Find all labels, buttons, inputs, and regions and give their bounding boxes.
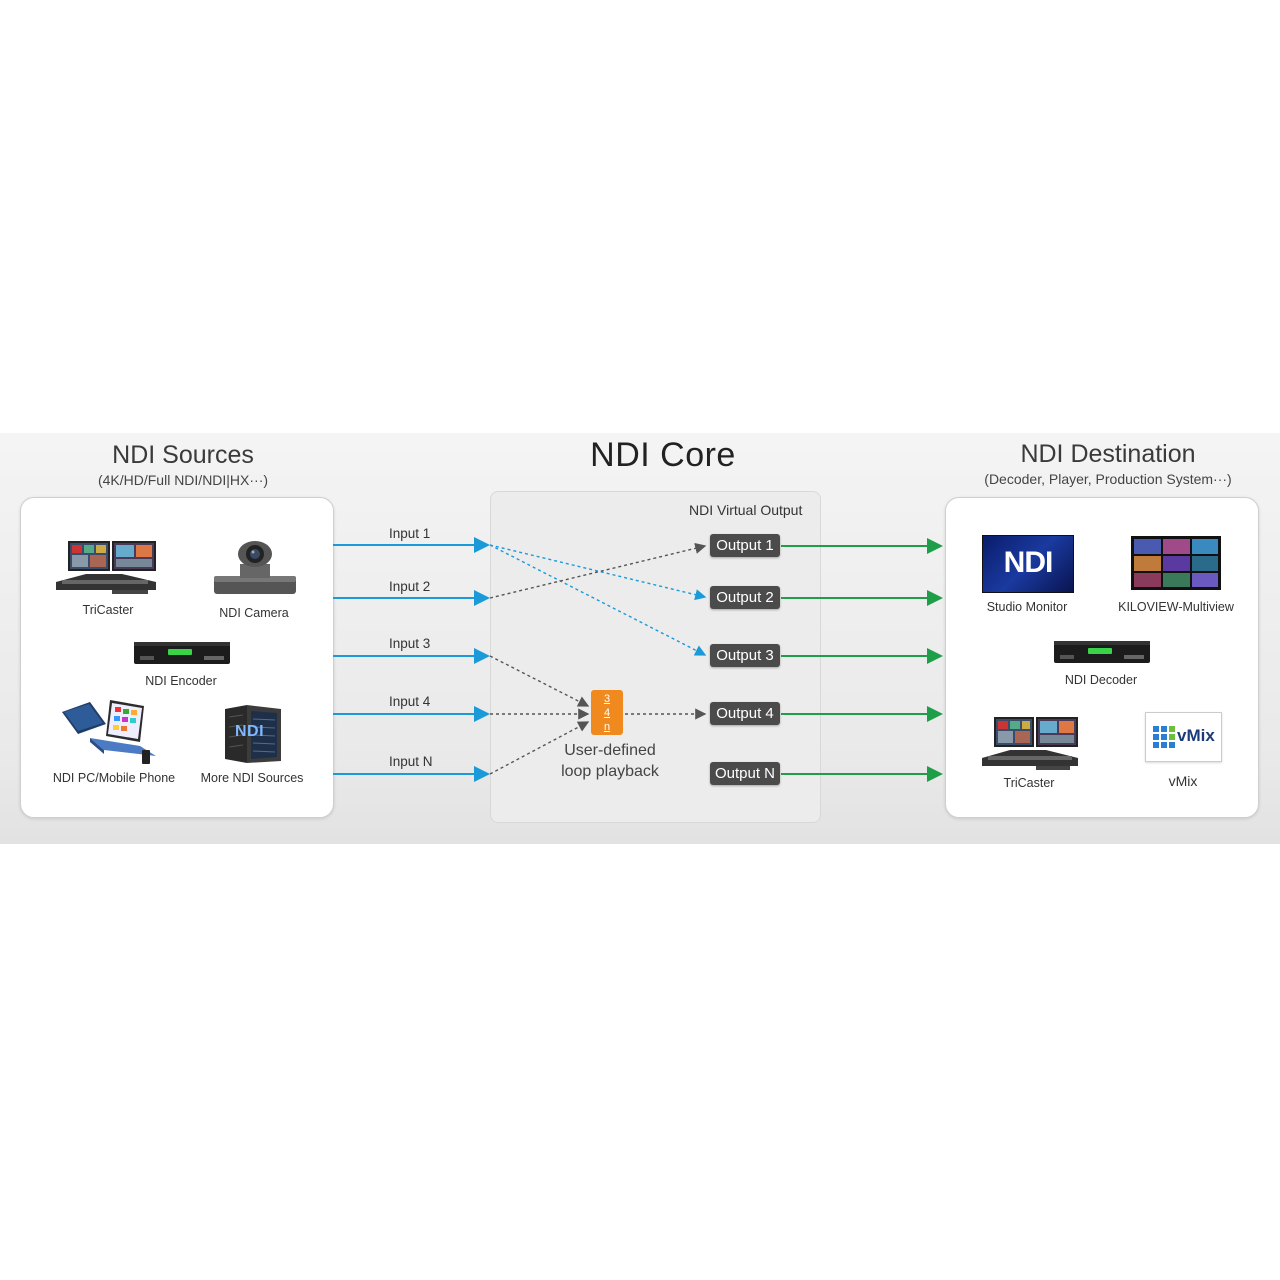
vmix-label: vMix (1168, 773, 1198, 789)
studio-monitor-label: Studio Monitor (986, 600, 1068, 614)
ndi-pc-mobile-icon (62, 700, 156, 764)
ndi-decoder-icon (1054, 641, 1150, 663)
tricaster-destination-label: TriCaster (1003, 776, 1055, 790)
server-rack-icon: NDI (221, 703, 285, 765)
loop-playback-text: User-defined loop playback (548, 740, 672, 782)
input-2-label: Input 2 (389, 579, 431, 594)
core-title: NDI Core (590, 436, 736, 474)
route-inputn-loop (489, 721, 590, 775)
input-4-label: Input 4 (389, 694, 431, 709)
input-n-label: Input N (389, 754, 433, 769)
loop-item-3: 3 (603, 693, 611, 705)
output-n-box: Output N (710, 762, 780, 785)
loop-item-n: n (603, 721, 611, 733)
ndi-camera-icon (214, 541, 296, 594)
tricaster-source-label: TriCaster (82, 603, 134, 617)
loop-text-line1: User-defined (564, 742, 656, 759)
ndi-pc-mobile-label: NDI PC/Mobile Phone (52, 771, 176, 785)
route-input1-output2 (489, 544, 707, 601)
input-3-label: Input 3 (389, 636, 431, 651)
route-input1-output3 (489, 544, 707, 656)
loop-item-4: 4 (603, 707, 611, 719)
multiview-icon (1131, 536, 1221, 590)
virtual-output-label: NDI Virtual Output (689, 502, 803, 518)
route-input2-output1 (489, 542, 707, 599)
output-4-box: Output 4 (710, 702, 780, 725)
ndi-camera-label: NDI Camera (219, 606, 289, 620)
vmix-grid-icon (1153, 726, 1175, 748)
vmix-logo-text: vMix (1177, 726, 1215, 745)
input-1-label: Input 1 (389, 526, 431, 541)
sources-title: NDI Sources (112, 441, 254, 469)
loop-playlist-box: 3 4 n (591, 690, 623, 735)
studio-monitor-logo: NDI (1003, 546, 1054, 579)
destination-subtitle: (Decoder, Player, Production System···) (984, 471, 1232, 487)
ndi-encoder-icon (134, 642, 230, 664)
ndi-encoder-label: NDI Encoder (145, 674, 217, 688)
server-rack-logo: NDI (235, 723, 265, 740)
output-3-box: Output 3 (710, 644, 780, 667)
multiview-label: KILOVIEW-Multiview (1118, 600, 1234, 614)
studio-monitor-icon: NDI (982, 535, 1074, 593)
more-ndi-sources-label: More NDI Sources (200, 771, 304, 785)
output-1-box: Output 1 (710, 534, 780, 557)
ndi-decoder-label: NDI Decoder (1064, 673, 1138, 687)
output-2-box: Output 2 (710, 586, 780, 609)
vmix-logo-box: vMix (1145, 712, 1222, 762)
tricaster-destination-icon (982, 717, 1078, 770)
loop-text-line2: loop playback (561, 763, 659, 780)
route-input3-loop (489, 655, 590, 707)
destination-title: NDI Destination (1020, 440, 1196, 468)
tricaster-source-icon (56, 541, 156, 594)
sources-subtitle: (4K/HD/Full NDI/NDI|HX···) (97, 472, 269, 488)
